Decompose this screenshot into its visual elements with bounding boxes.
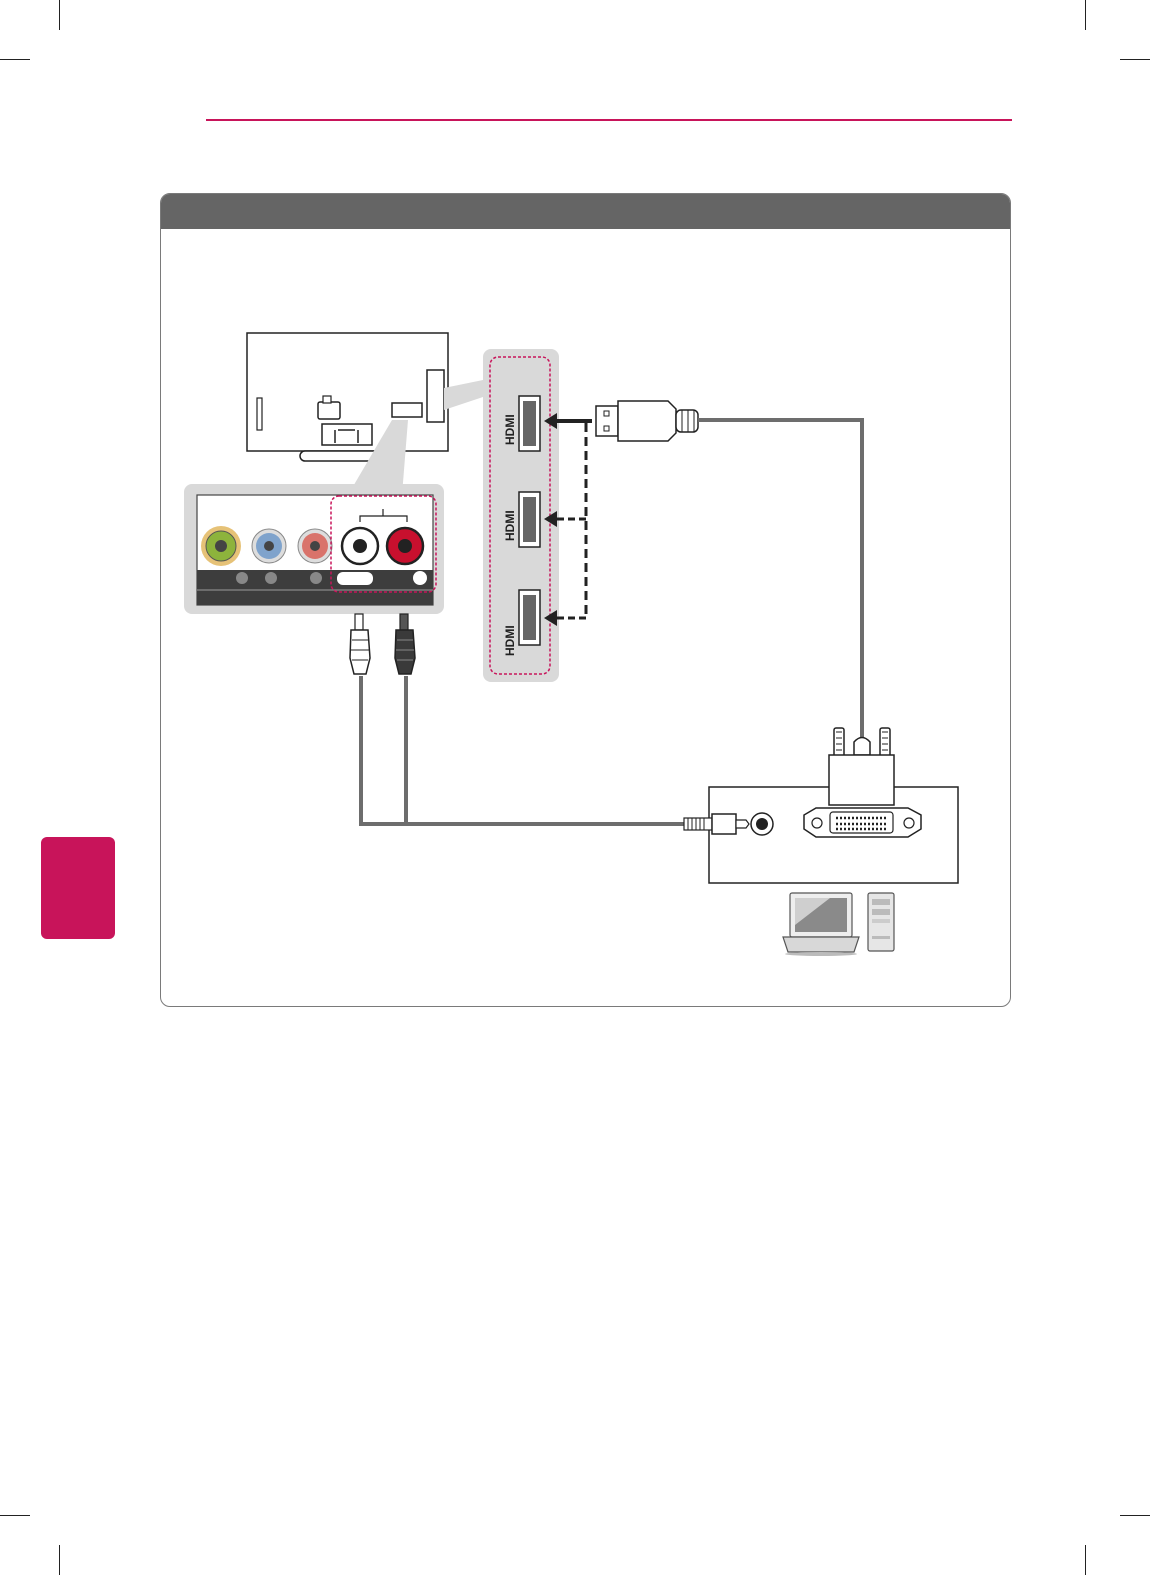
crop-mark	[0, 1515, 30, 1516]
crop-mark	[0, 59, 30, 60]
rca-plug-icon	[350, 614, 370, 674]
chapter-side-tab	[41, 837, 115, 939]
audio-left-jack	[342, 528, 378, 564]
component-red-jack	[298, 529, 332, 563]
component-blue-jack	[252, 529, 286, 563]
crop-mark	[1085, 1545, 1086, 1575]
tv-back-icon	[247, 333, 448, 461]
connection-diagram: HDMI HDMI HDMI	[160, 193, 1011, 1007]
hdmi-logo: HDMI	[503, 625, 517, 656]
stereo-jack-icon	[684, 813, 773, 835]
hdmi-callout	[444, 380, 483, 410]
video-jack	[201, 526, 241, 566]
hdmi-logo: HDMI	[503, 510, 517, 541]
crop-mark	[59, 0, 60, 30]
header-rule	[206, 119, 1012, 121]
rca-plug-icon	[395, 614, 415, 674]
crop-mark	[1085, 0, 1086, 30]
audio-cable	[361, 676, 684, 824]
laptop-icon	[783, 893, 859, 956]
crop-mark	[59, 1545, 60, 1575]
dvi-connector-icon	[804, 728, 921, 837]
crop-mark	[1120, 59, 1150, 60]
hdmi-input-panel: HDMI HDMI HDMI	[483, 349, 559, 682]
hdmi-plug-icon	[596, 401, 698, 441]
audio-right-jack	[387, 528, 423, 564]
hdmi-logo: HDMI	[503, 414, 517, 445]
hdmi-dvi-cable	[698, 420, 862, 738]
crop-mark	[1120, 1515, 1150, 1516]
av-input-panel	[184, 484, 444, 614]
desktop-tower-icon	[868, 893, 894, 951]
